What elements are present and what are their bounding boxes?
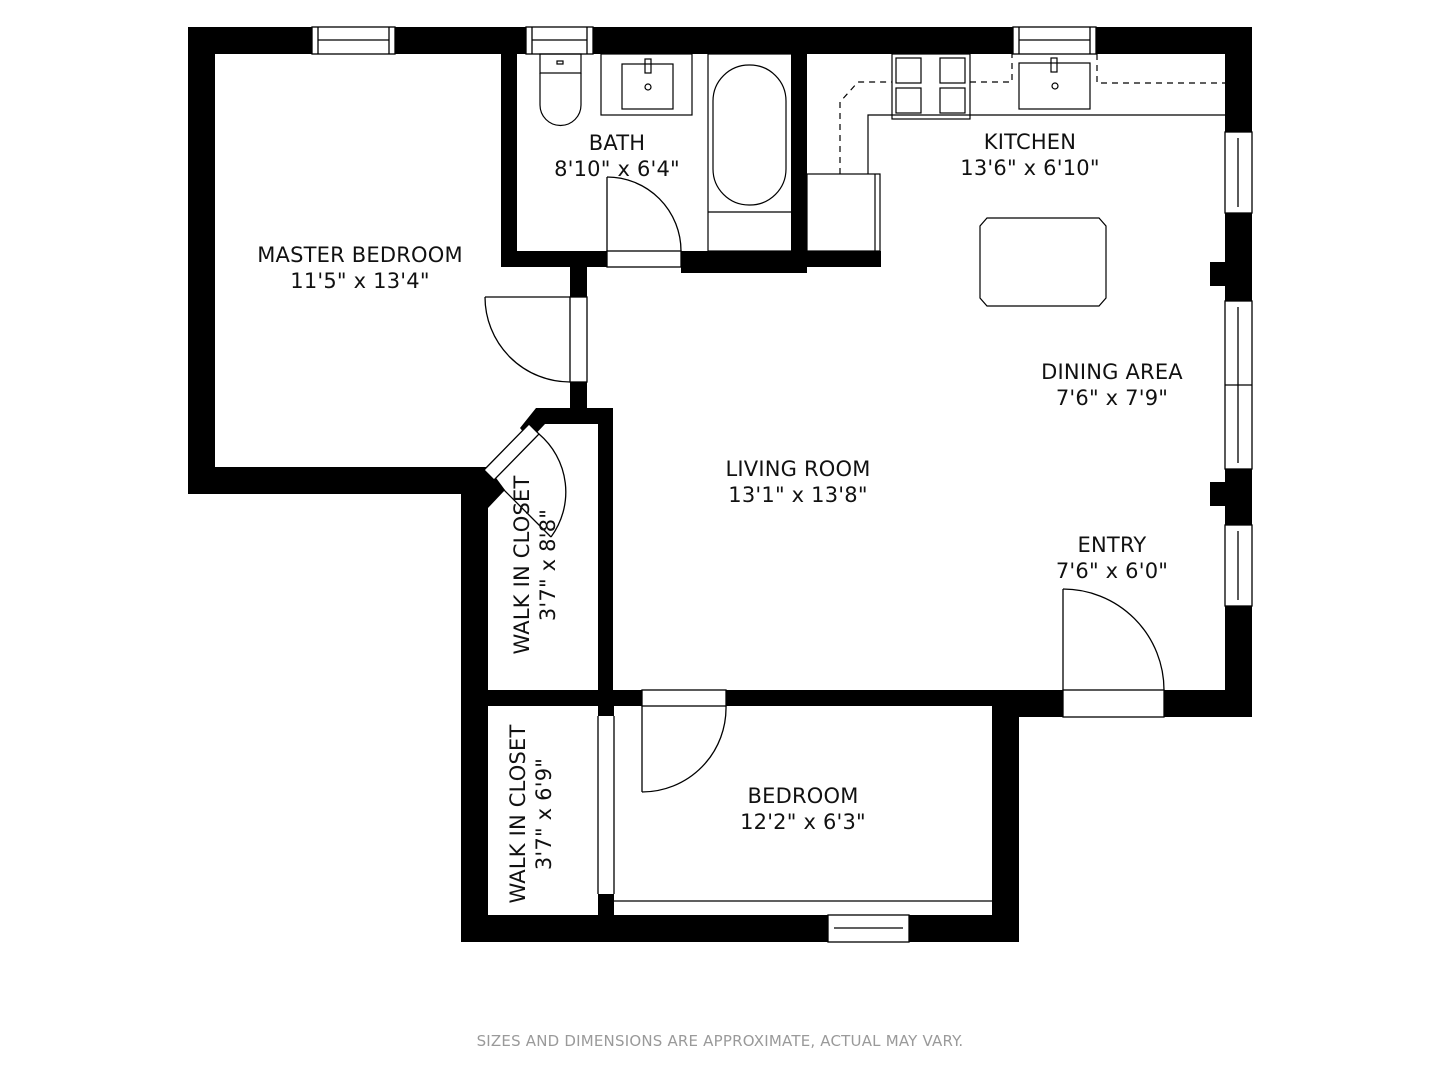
room-name: KITCHEN <box>983 130 1077 154</box>
room-dimensions: 3'7" x 6'9" <box>532 757 556 871</box>
fixtures <box>539 53 1225 902</box>
room-label-walk-in-closet-1: WALK IN CLOSET 3'7" x 8'8" <box>509 475 561 654</box>
room-name: DINING AREA <box>1041 360 1183 384</box>
room-label-bedroom: BEDROOM 12'2" x 6'3" <box>740 783 866 835</box>
room-name: LIVING ROOM <box>725 457 871 481</box>
room-dimensions: 3'7" x 8'8" <box>536 508 560 622</box>
room-dimensions: 11'5" x 13'4" <box>290 269 430 293</box>
room-dimensions: 7'6" x 6'0" <box>1055 559 1169 583</box>
room-dimensions: 8'10" x 6'4" <box>554 157 680 181</box>
room-dimensions: 7'6" x 7'9" <box>1055 386 1169 410</box>
room-name: WALK IN CLOSET <box>506 724 530 904</box>
walls <box>188 27 1252 942</box>
room-label-walk-in-closet-2: WALK IN CLOSET 3'7" x 6'9" <box>505 724 557 903</box>
room-label-entry: ENTRY 7'6" x 6'0" <box>1056 532 1168 584</box>
room-name: BEDROOM <box>747 784 859 808</box>
room-name: ENTRY <box>1077 533 1147 557</box>
room-label-dining-area: DINING AREA 7'6" x 7'9" <box>1041 359 1183 411</box>
room-label-bath: BATH 8'10" x 6'4" <box>554 130 680 182</box>
room-dimensions: 13'1" x 13'8" <box>728 483 868 507</box>
room-name: BATH <box>588 131 646 155</box>
room-label-master-bedroom: MASTER BEDROOM 11'5" x 13'4" <box>257 242 463 294</box>
room-label-living-room: LIVING ROOM 13'1" x 13'8" <box>725 456 870 508</box>
room-label-kitchen: KITCHEN 13'6" x 6'10" <box>960 129 1099 181</box>
room-name: WALK IN CLOSET <box>510 475 534 655</box>
windows <box>311 26 1253 943</box>
doors <box>483 176 1165 894</box>
room-name: MASTER BEDROOM <box>257 243 463 267</box>
room-dimensions: 12'2" x 6'3" <box>740 810 866 834</box>
disclaimer-text: SIZES AND DIMENSIONS ARE APPROXIMATE, AC… <box>476 1032 964 1050</box>
room-dimensions: 13'6" x 6'10" <box>960 156 1100 180</box>
